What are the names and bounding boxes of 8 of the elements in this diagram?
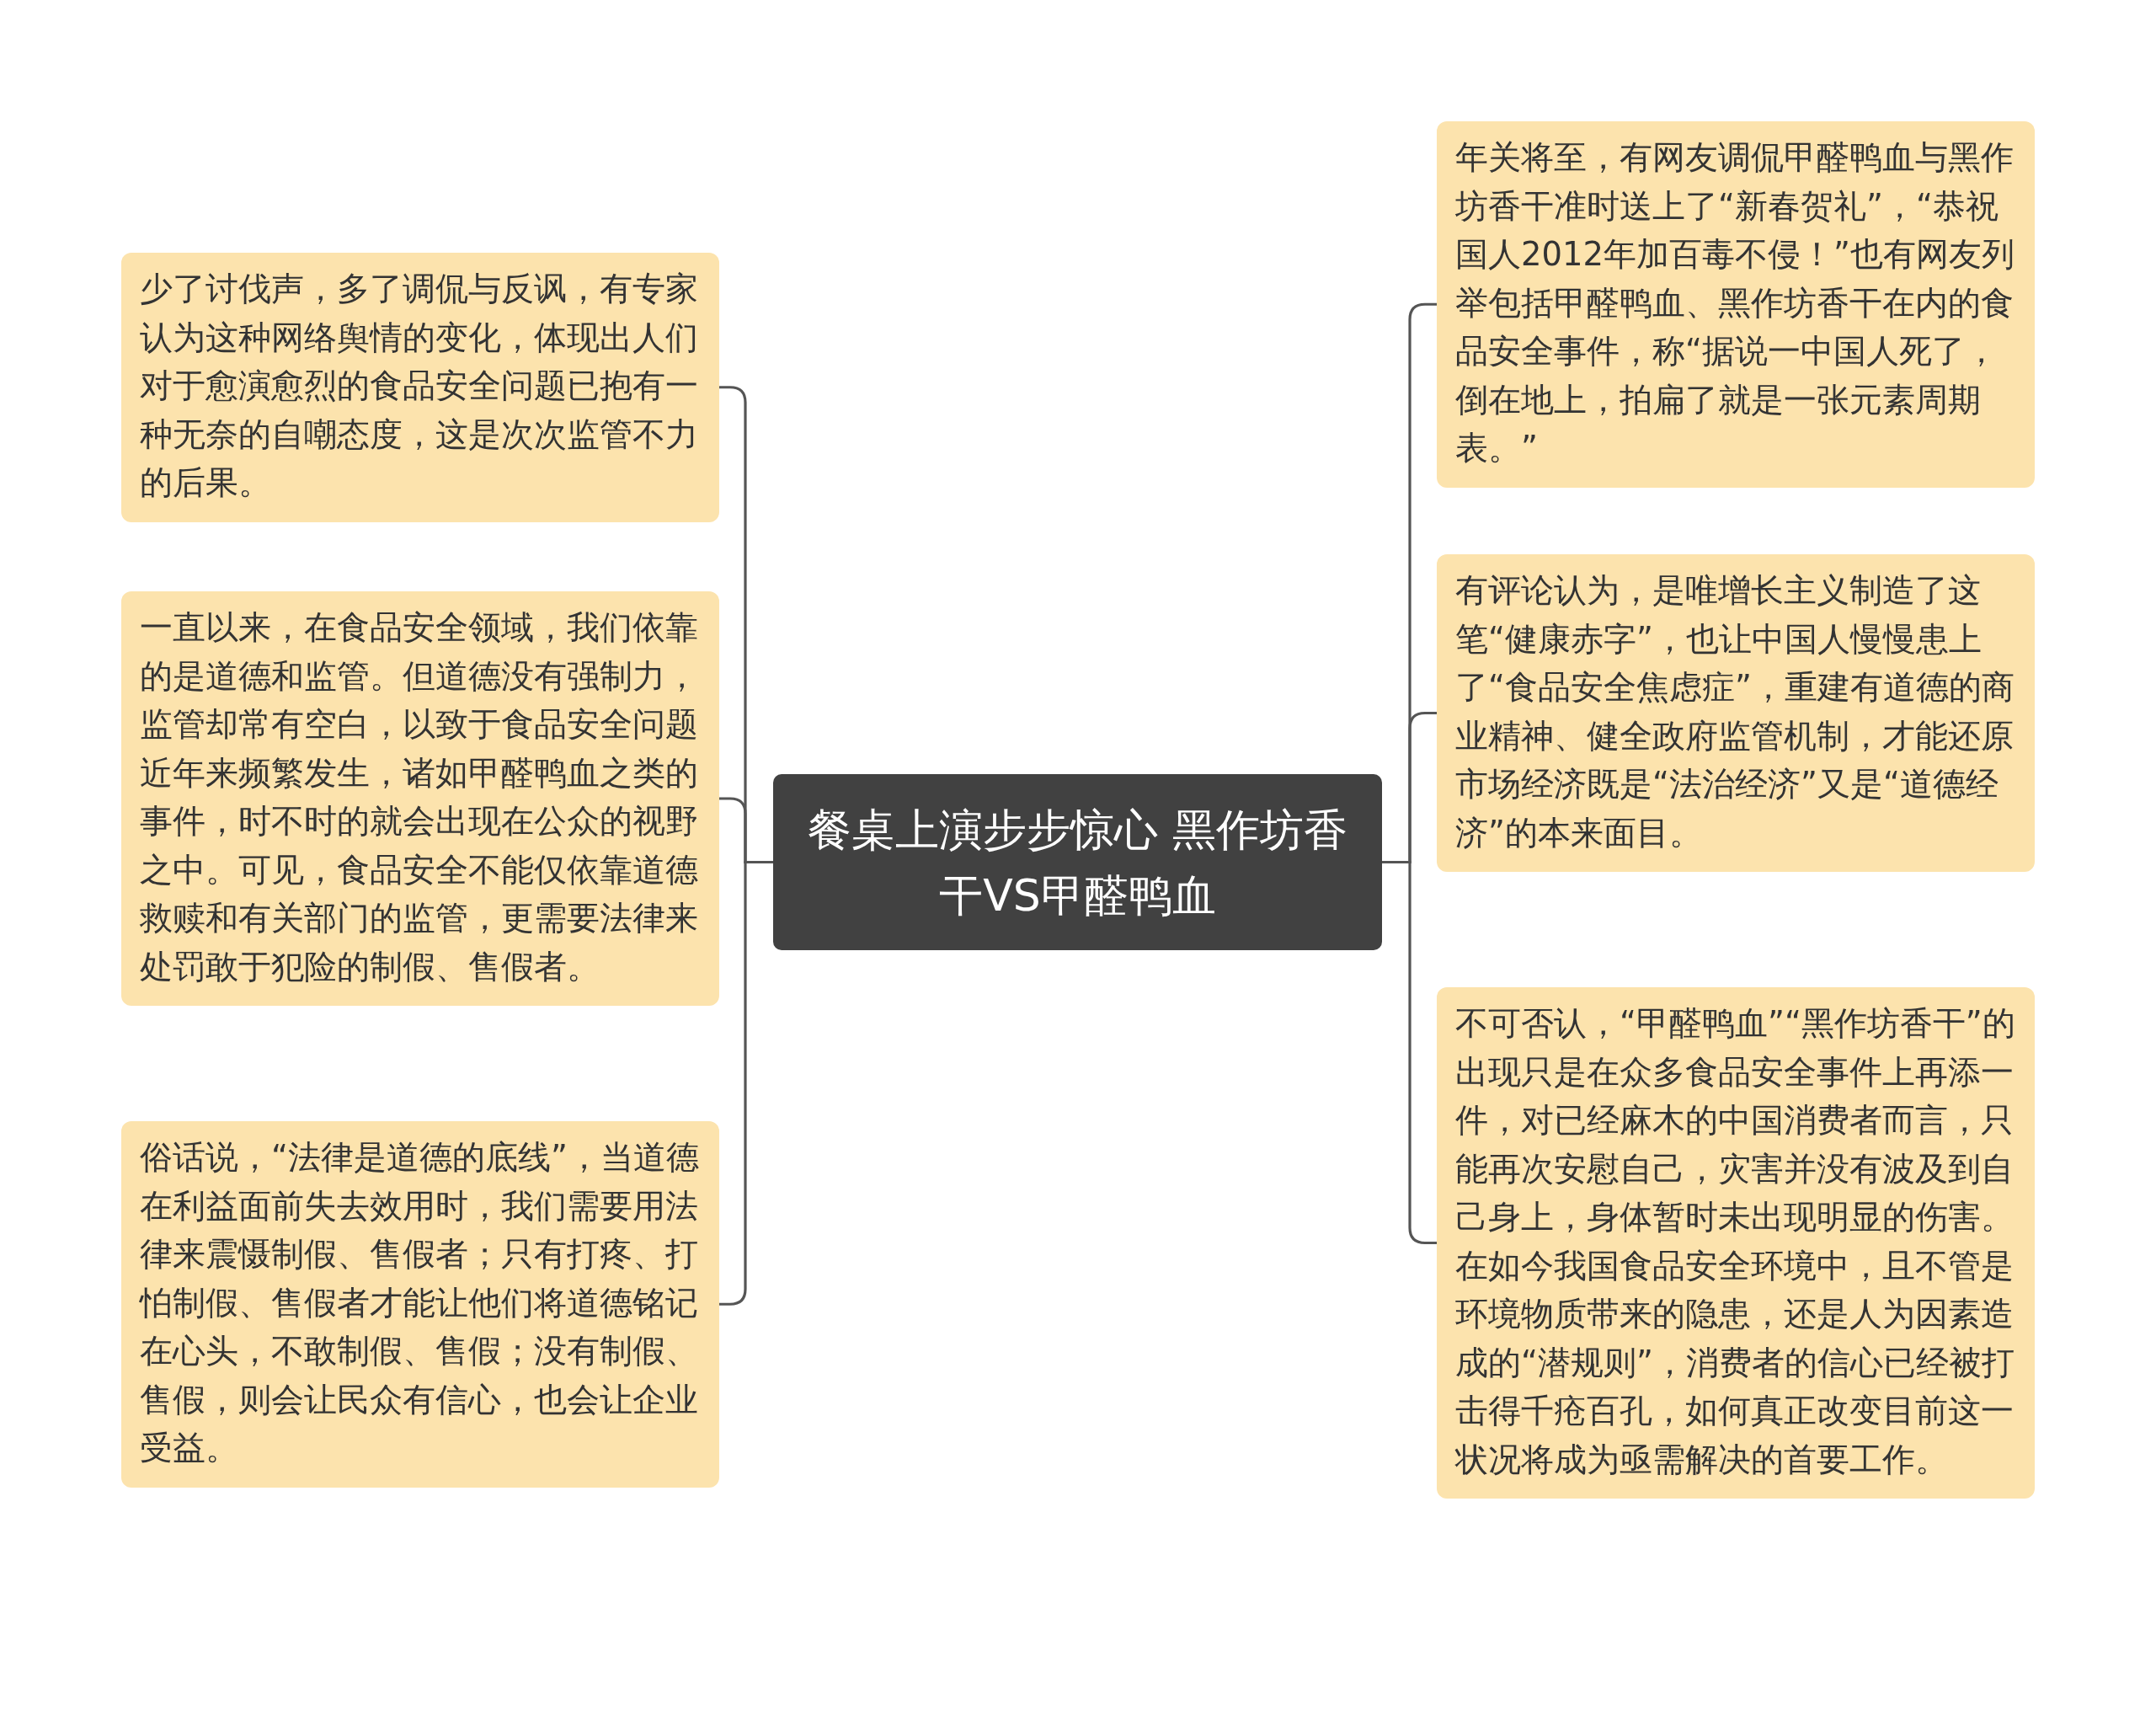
topic-box: 年关将至，有网友调侃甲醛鸭血与黑作坊香干准时送上了“新春贺礼”，“恭祝国人2012年加百毒不侵！”也有网友列举包括甲醛鸭血、黑作坊香干在内的食品安全事件，称“据说一中国人死了，倒在地上，拍扁了就是一张元素周期表。” — [1437, 121, 2035, 488]
topic-box: 不可否认，“甲醛鸭血”“黑作坊香干”的出现只是在众多食品安全事件上再添一件，对已经麻木的中国消费者而言，只能再次安慰自己，灾害并没有波及到自己身上，身体暂时未出现明显的伤害。在如今我国食品安全环境中，且不管是环境物质带来的隐患，还是人为因素造成的“潜规则”，消费者的信心已经被打击得千疮百孔，如何真正改变目前这一状况将成为亟需解决的首要工作。 — [1437, 987, 2035, 1499]
central-topic-box: 餐桌上演步步惊心 黑作坊香干VS甲醛鸭血 — [773, 774, 1382, 950]
topic-box: 一直以来，在食品安全领域，我们依靠的是道德和监管。但道德没有强制力，监管却常有空白，以致于食品安全问题近年来频繁发生，诸如甲醛鸭血之类的事件，时不时的就会出现在公众的视野之中。可见，食品安全不能仅依靠道德救赎和有关部门的监管，更需要法律来处罚敢于犯险的制假、售假者。 — [121, 591, 719, 1006]
topic-box: 少了讨伐声，多了调侃与反讽，有专家认为这种网络舆情的变化，体现出人们对于愈演愈烈的食品安全问题已抱有一种无奈的自嘲态度，这是次次监管不力的后果。 — [121, 253, 719, 522]
topic-box: 有评论认为，是唯增长主义制造了这笔“健康赤字”，也让中国人慢慢患上了“食品安全焦虑症”，重建有道德的商业精神、健全政府监管机制，才能还原市场经济既是“法治经济”又是“道德经济”的本来面目。 — [1437, 554, 2035, 872]
topic-box: 俗话说，“法律是道德的底线”，当道德在利益面前失去效用时，我们需要用法律来震慑制假、售假者；只有打疼、打怕制假、售假者才能让他们将道德铭记在心头，不敢制假、售假；没有制假、售假，则会让民众有信心，也会让企业受益。 — [121, 1121, 719, 1488]
connector-line — [1382, 860, 1437, 1245]
